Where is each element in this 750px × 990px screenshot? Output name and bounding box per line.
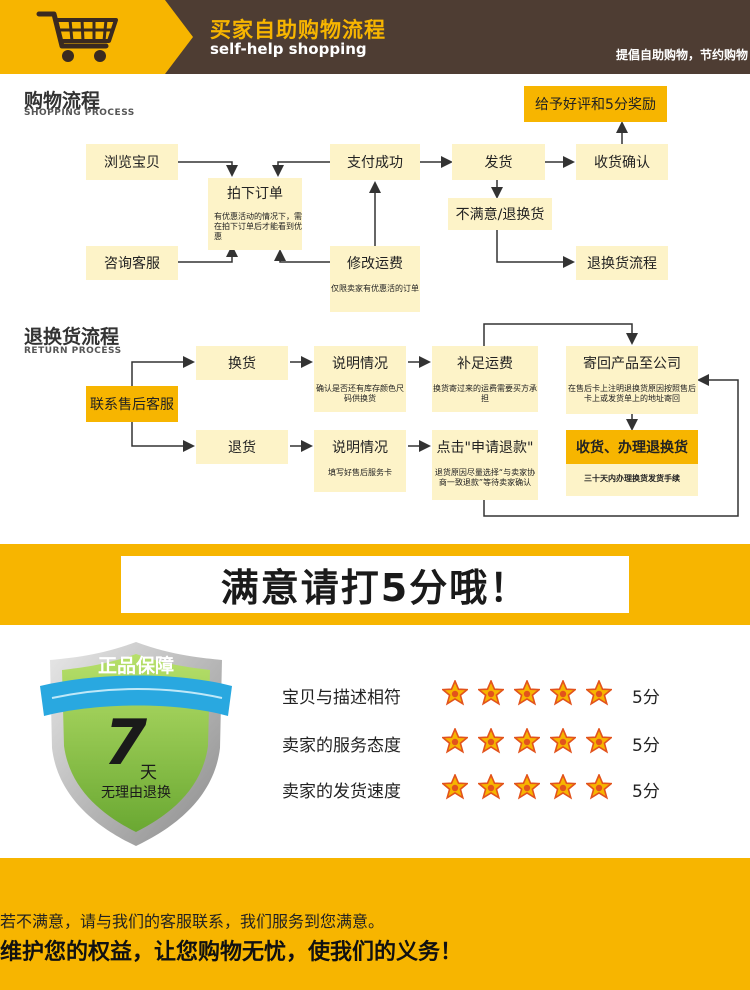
- step-pay: 支付成功: [330, 144, 420, 180]
- step-receive-process: 收货、办理退换货: [566, 430, 698, 464]
- rating-banner-panel: [121, 556, 629, 613]
- header-slogan: 提倡自助购物，节约购物: [616, 48, 749, 62]
- star-icon: [586, 774, 612, 800]
- step-explain-1-note: 确认是否还有库存颜色尺码供换货: [314, 380, 406, 412]
- rating-stars: [442, 774, 612, 800]
- shield-icon: [40, 642, 232, 846]
- rating-score: 5分: [632, 782, 660, 802]
- header-bar: 买家自助购物流程 self-help shopping 提倡自助购物，节约购物: [0, 0, 750, 74]
- shopping-section-subtitle: SHOPPING PROCESS: [24, 108, 135, 118]
- step-send-back-note: 在售后卡上注明退换货原因按照售后卡上或发货单上的地址寄回: [566, 380, 698, 414]
- step-reward: 给予好评和5分奖励: [524, 86, 667, 122]
- shopping-cart-icon: [36, 11, 118, 62]
- rating-row: 卖家的服务态度 5分: [282, 728, 682, 758]
- step-unsatisfied: 不满意/退换货: [448, 198, 552, 230]
- star-icon: [550, 774, 576, 800]
- step-order-note: 有优惠活动的情况下，需在拍下订单后才能看到优惠: [208, 208, 302, 250]
- header-title: 买家自助购物流程: [210, 18, 386, 42]
- step-return-flow: 退换货流程: [576, 246, 668, 280]
- star-icon: [478, 680, 504, 706]
- step-refund: 退货: [196, 430, 288, 464]
- shopping-section-title: 购物流程: [24, 90, 101, 112]
- star-icon: [478, 774, 504, 800]
- step-explain-1: 说明情况: [314, 346, 406, 380]
- cart-panel: [0, 0, 165, 74]
- rating-banner-text: 满意请打5分哦！: [220, 566, 530, 610]
- star-icon: [586, 728, 612, 754]
- badge-caption: 无理由退换: [101, 785, 171, 801]
- step-days-note: 三十天内办理换货发货手续: [566, 464, 698, 496]
- step-modify-freight: 修改运费: [330, 246, 420, 280]
- step-receive: 收货确认: [576, 144, 668, 180]
- star-icon: [514, 680, 540, 706]
- step-browse: 浏览宝贝: [86, 144, 178, 180]
- rating-score: 5分: [632, 688, 660, 708]
- footer-band: [0, 858, 750, 990]
- step-apply-note: 退货原因尽量选择“与卖家协商一致退款”等待卖家确认: [432, 464, 538, 500]
- star-icon: [586, 680, 612, 706]
- star-icon: [550, 728, 576, 754]
- badge-unit: 天: [140, 763, 157, 783]
- header-subtitle: self-help shopping: [210, 40, 367, 58]
- step-send-back: 寄回产品至公司: [566, 346, 698, 380]
- footer-line-2: 维护您的权益，让您购物无忧，使我们的义务！: [0, 940, 463, 965]
- rating-label: 宝贝与描述相符: [282, 688, 401, 708]
- rating-stars: [442, 728, 612, 754]
- badge-title: 正品保障: [97, 655, 174, 677]
- step-modify-note: 仅限卖家有优惠活的订单: [330, 280, 420, 312]
- rating-row: 宝贝与描述相符 5分: [282, 680, 682, 710]
- step-apply-refund: 点击"申请退款": [432, 430, 538, 464]
- star-icon: [514, 774, 540, 800]
- star-icon: [442, 774, 468, 800]
- star-icon: [550, 680, 576, 706]
- rating-row: 卖家的发货速度 5分: [282, 774, 682, 804]
- return-section-title: 退换货流程: [24, 326, 120, 348]
- step-explain-2: 说明情况: [314, 430, 406, 464]
- rating-label: 卖家的发货速度: [282, 782, 401, 802]
- header-arrow: [165, 0, 193, 74]
- rating-stars: [442, 680, 612, 706]
- star-icon: [442, 680, 468, 706]
- step-order: 拍下订单: [208, 178, 302, 208]
- step-consult: 咨询客服: [86, 246, 178, 280]
- rating-score: 5分: [632, 736, 660, 756]
- step-contact: 联系售后客服: [86, 386, 178, 422]
- star-icon: [514, 728, 540, 754]
- step-explain-2-note: 填写好售后服务卡: [314, 464, 406, 492]
- step-ship: 发货: [452, 144, 545, 180]
- step-supplement-note: 换货寄过来的运费需要买方承担: [432, 380, 538, 412]
- step-supplement: 补足运费: [432, 346, 538, 380]
- footer-line-1: 若不满意，请与我们的客服联系，我们服务到您满意。: [0, 912, 385, 931]
- star-icon: [442, 728, 468, 754]
- rating-label: 卖家的服务态度: [282, 736, 401, 756]
- badge-number: 7: [104, 706, 148, 779]
- step-exchange: 换货: [196, 346, 288, 380]
- star-icon: [478, 728, 504, 754]
- return-section-subtitle: RETURN PROCESS: [24, 346, 122, 356]
